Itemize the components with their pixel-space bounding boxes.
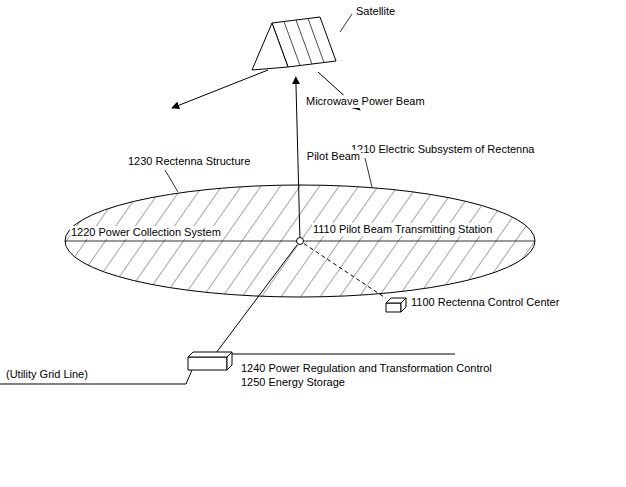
pilot-station: 1110 Pilot Beam Transmitting Station <box>296 237 304 245</box>
callout-label: Microwave Power Beam <box>305 95 426 108</box>
leader-line <box>340 14 352 32</box>
power-beam-arrow <box>172 70 268 108</box>
satellite-icon <box>250 15 340 77</box>
power-regulation-box-icon <box>188 352 232 370</box>
callout-label: 1230 Rectenna Structure <box>127 155 251 168</box>
callout-label: 1210 Electric Subsystem of Rectenna <box>350 143 535 156</box>
callout-label: (Utility Grid Line) <box>5 368 89 381</box>
utility-grid-line <box>186 370 192 384</box>
callout-label: 1100 Rectenna Control Center <box>410 296 560 309</box>
leader-line <box>365 158 372 187</box>
callout-label: 1250 Energy Storage <box>240 376 346 389</box>
control-link <box>304 244 386 299</box>
grid-line <box>232 354 455 355</box>
utility-grid-line <box>0 384 186 385</box>
callout-label: 1240 Power Regulation and Transformation… <box>240 362 493 375</box>
control-center-icon <box>386 298 406 312</box>
connector <box>296 77 300 237</box>
pilot-station-icon <box>296 237 304 245</box>
callout-label: 1220 Power Collection System <box>70 226 222 239</box>
callout-label: Satellite <box>355 5 396 18</box>
rectenna-ellipse <box>65 185 535 297</box>
satellite: Satellite <box>250 15 340 77</box>
leader-line <box>165 170 178 192</box>
callout-label: 1110 Pilot Beam Transmitting Station <box>312 223 493 236</box>
edge-label: Pilot Beam <box>306 150 361 163</box>
power-regulation-box: 1240 Power Regulation and Transformation… <box>188 352 232 370</box>
control-center: 1100 Rectenna Control Center <box>386 298 406 312</box>
connector <box>217 245 297 352</box>
